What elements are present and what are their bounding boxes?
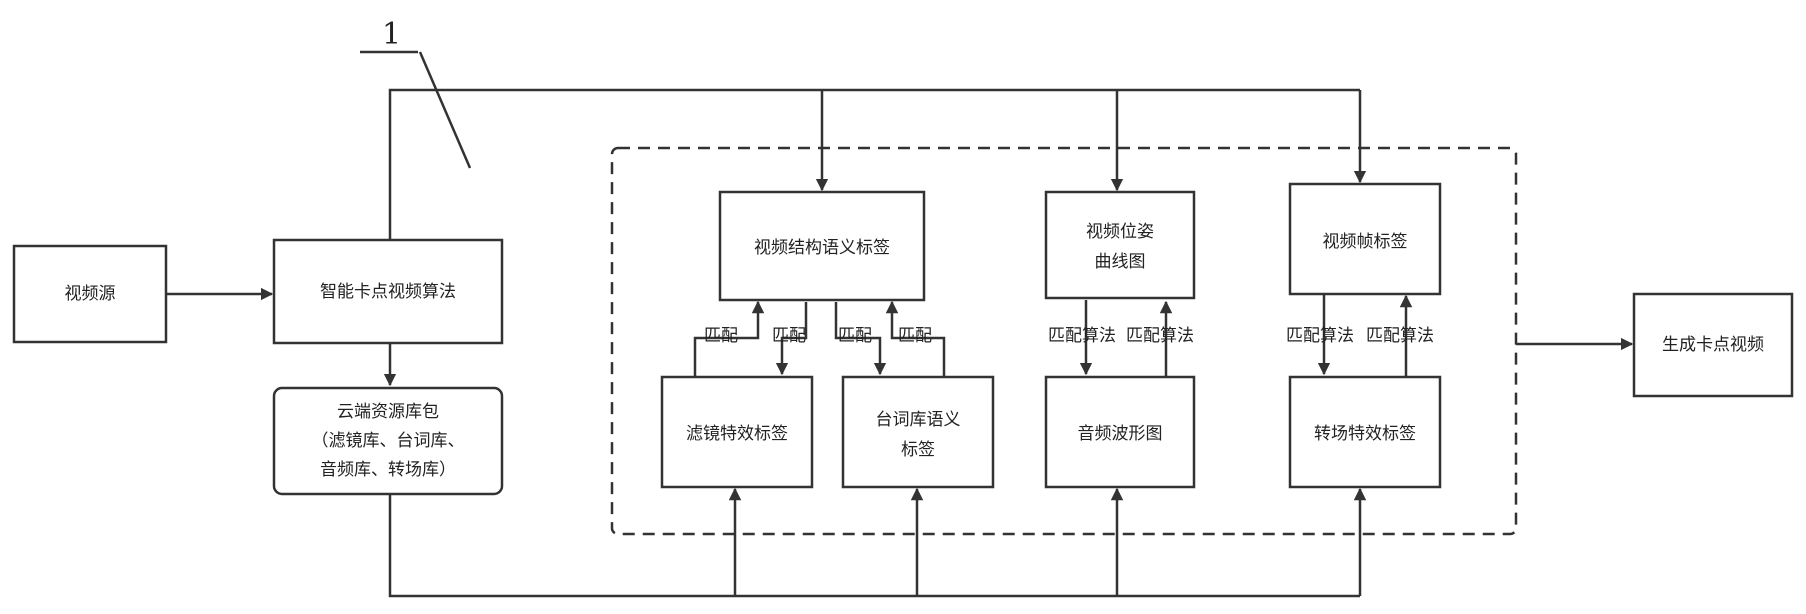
node-algorithm-label: 智能卡点视频算法 [320, 282, 456, 302]
node-output-label: 生成卡点视频 [1662, 335, 1764, 355]
node-audio-wave: 音频波形图 [1044, 375, 1196, 489]
node-pose-curve: 视频位姿 曲线图 [1044, 190, 1196, 300]
processing-group-boundary [610, 146, 1518, 536]
reference-label: 1 [382, 17, 401, 52]
node-output: 生成卡点视频 [1632, 292, 1794, 398]
node-frame-tag: 视频帧标签 [1288, 182, 1442, 296]
match-algorithm-label-4: 匹配算法 [1366, 326, 1434, 346]
node-structure-tag-label: 视频结构语义标签 [754, 238, 890, 258]
node-lines-tag: 台词库语义 标签 [841, 375, 995, 489]
match-label-2: 匹配 [772, 326, 806, 346]
match-algorithm-label-3: 匹配算法 [1286, 326, 1354, 346]
match-algorithm-label-2: 匹配算法 [1126, 326, 1194, 346]
arrow-lines-to-structure [885, 300, 946, 376]
node-pose-curve-line-1: 视频位姿 [1086, 222, 1154, 242]
reference-numeral: 1 [360, 17, 472, 169]
node-cloud-library: 云端资源库包 （滤镜库、台词库、 音频库、转场库） [272, 386, 504, 496]
node-audio-wave-label: 音频波形图 [1078, 424, 1163, 444]
bottom-distribution-line [388, 494, 1360, 598]
node-lines-tag-line-1: 台词库语义 [876, 410, 961, 430]
node-algorithm: 智能卡点视频算法 [272, 238, 504, 345]
top-distribution-line [388, 88, 1360, 240]
match-label-3: 匹配 [838, 326, 872, 346]
node-pose-curve-line-2: 曲线图 [1095, 252, 1146, 272]
node-video-source: 视频源 [12, 244, 168, 344]
node-lines-tag-line-2: 标签 [901, 440, 935, 460]
match-algorithm-label-1: 匹配算法 [1048, 326, 1116, 346]
arrow-structure-to-lines [834, 302, 887, 376]
node-filter-tag: 滤镜特效标签 [660, 375, 814, 489]
reference-leader-line [418, 51, 472, 169]
node-transition-tag-label: 转场特效标签 [1314, 424, 1416, 444]
node-cloud-library-line-3: 音频库、转场库） [320, 460, 456, 480]
node-filter-tag-label: 滤镜特效标签 [686, 424, 788, 444]
node-cloud-library-line-1: 云端资源库包 [337, 402, 439, 422]
node-frame-tag-label: 视频帧标签 [1323, 232, 1408, 252]
node-transition-tag: 转场特效标签 [1288, 375, 1442, 489]
node-cloud-library-line-2: （滤镜库、台词库、 [312, 431, 465, 451]
arrow-structure-to-filter [775, 302, 808, 376]
arrow-filter-to-structure [693, 300, 765, 376]
match-label-4: 匹配 [898, 326, 932, 346]
node-structure-tag: 视频结构语义标签 [718, 190, 926, 302]
match-label-1: 匹配 [704, 326, 738, 346]
node-video-source-label: 视频源 [65, 284, 116, 304]
